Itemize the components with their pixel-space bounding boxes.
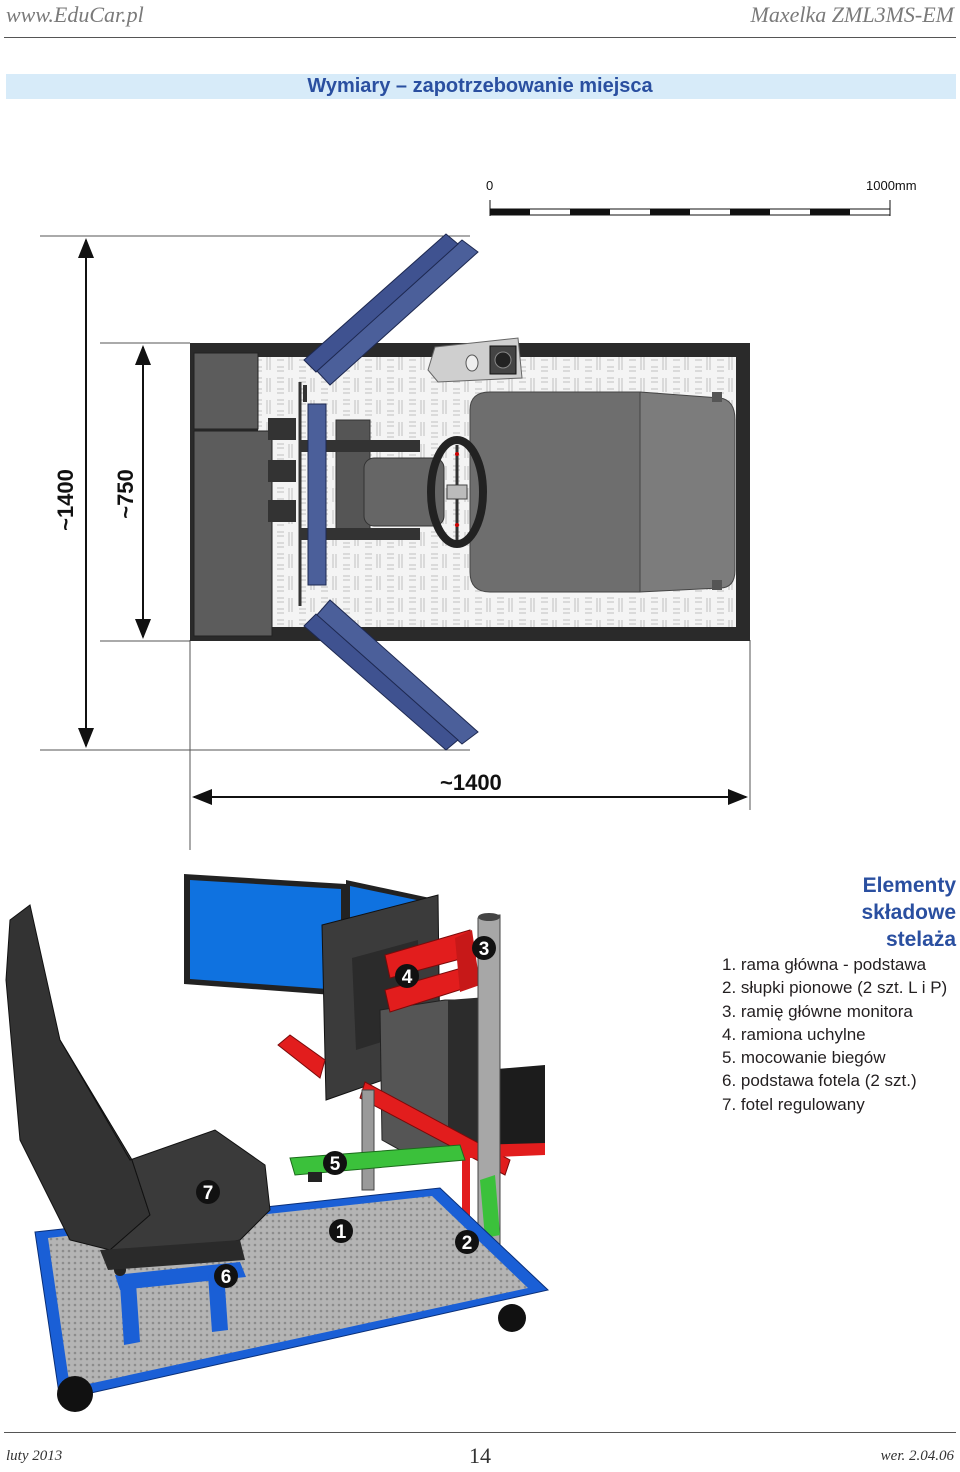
elements-title-line: stelaża [885, 928, 956, 951]
section-title: Wymiary – zapotrzebowanie miejsca [307, 75, 653, 97]
footer-divider [4, 1432, 956, 1433]
top-view-drawing [40, 200, 891, 850]
base-frame [34, 1187, 550, 1412]
site-name: www.EduCar.pl [6, 2, 144, 27]
list-item: 4. ramiona uchylne [722, 1024, 866, 1044]
list-item: 7. fotel regulowany [722, 1094, 865, 1114]
callout-3: 3 [472, 936, 496, 960]
callout-2: 2 [455, 1230, 479, 1254]
steering-wheel [300, 419, 487, 548]
list-item: 2. słupki pionowe (2 szt. L i P) [722, 978, 948, 998]
footer-date: luty 2013 [6, 1448, 63, 1464]
callout-4: 4 [395, 964, 419, 988]
svg-text:6: 6 [221, 1267, 232, 1288]
vertical-posts [361, 913, 501, 1293]
svg-text:5: 5 [330, 1154, 341, 1175]
monitors-3d [184, 874, 441, 1101]
inner-height-label: ~750 [113, 469, 138, 519]
scale-bar [489, 200, 891, 216]
pc-case [379, 996, 545, 1152]
header-divider [4, 37, 956, 38]
shifter-unit [427, 337, 523, 383]
outer-height-label: ~1400 [53, 469, 78, 531]
monitors-top-view [298, 233, 479, 751]
scale-start-label: 0 [486, 178, 494, 193]
svg-text:7: 7 [203, 1183, 214, 1204]
seat-3d [5, 904, 271, 1270]
model-name: Maxelka ZML3MS-EM [750, 2, 954, 27]
list-item: 3. ramię główne monitora [722, 1001, 913, 1021]
elements-title-line: Elementy [862, 874, 956, 897]
width-label: ~1400 [440, 770, 502, 795]
elements-title-line: składowe [861, 901, 956, 924]
callout-6: 6 [214, 1264, 238, 1288]
list-item: 6. podstawa fotela (2 szt.) [722, 1071, 917, 1091]
page-number: 14 [469, 1443, 491, 1468]
elements-title: Elementy składowe stelaża [756, 872, 956, 953]
list-item: 1. rama główna - podstawa [722, 955, 927, 974]
scale-end-label: 1000mm [866, 178, 917, 193]
monitor-arm-red [277, 929, 545, 1176]
svg-text:4: 4 [402, 967, 413, 988]
callout-1: 1 [329, 1219, 353, 1243]
title-band [6, 74, 956, 99]
svg-text:3: 3 [479, 939, 490, 960]
list-item: 5. mocowanie biegów [722, 1048, 886, 1068]
footer-version: wer. 2.04.06 [880, 1448, 954, 1464]
seat-top-view [469, 391, 736, 593]
svg-text:2: 2 [462, 1233, 473, 1254]
callout-5: 5 [323, 1151, 347, 1175]
pedal-unit [193, 352, 296, 637]
callout-7: 7 [196, 1180, 220, 1204]
elements-list: 1. rama główna - podstawa 2. słupki pion… [722, 953, 958, 1116]
shifter-mount-green [289, 1144, 500, 1238]
dimension-lines [40, 235, 751, 850]
svg-text:1: 1 [336, 1222, 347, 1243]
